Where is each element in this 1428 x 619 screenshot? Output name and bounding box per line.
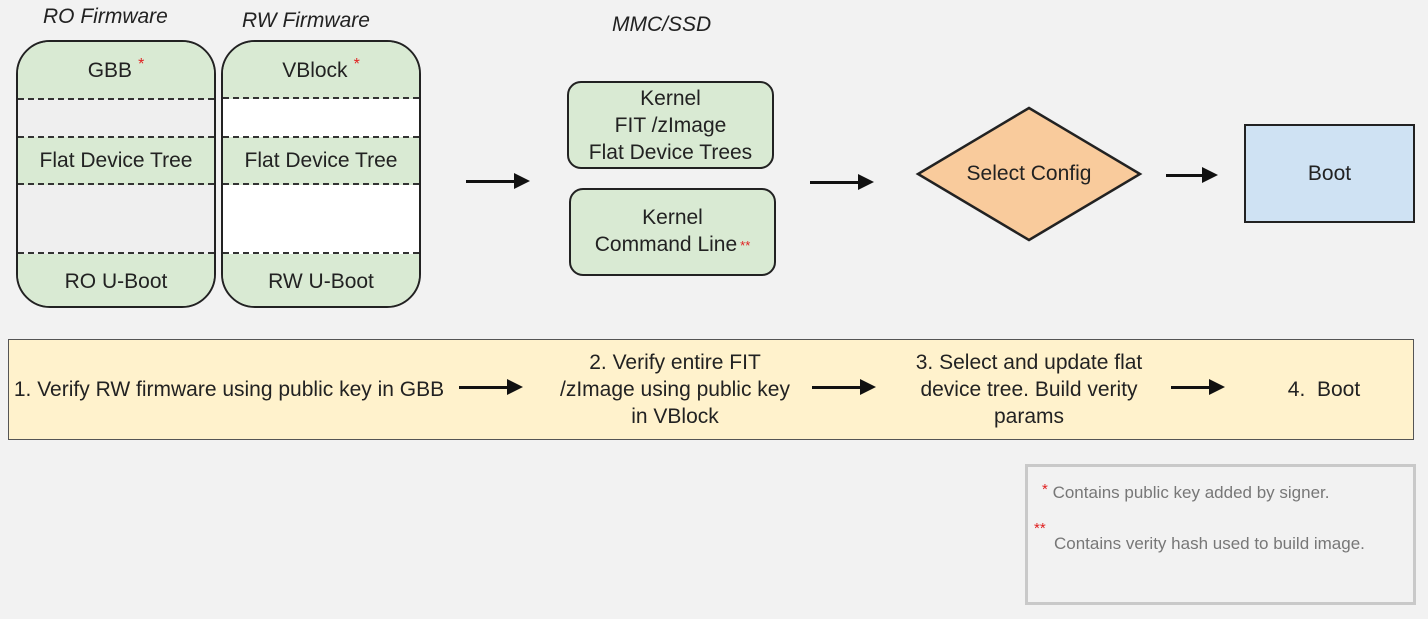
divider bbox=[223, 252, 419, 254]
rw-empty-section-2 bbox=[223, 185, 419, 254]
rw-firmware-title: RW Firmware bbox=[242, 9, 370, 32]
kernel-fit-line-3: Flat Device Trees bbox=[588, 140, 753, 164]
kernel-cmdline-box: Kernel Command Line** bbox=[569, 188, 776, 276]
ro-uboot-section: RO U-Boot bbox=[18, 254, 214, 306]
legend-marker-2: ** bbox=[1034, 520, 1046, 537]
divider bbox=[18, 136, 214, 138]
steps-band: 1. Verify RW firmware using public key i… bbox=[8, 339, 1414, 440]
step-3: 3. Select and update flat device tree. B… bbox=[915, 350, 1143, 428]
divider bbox=[18, 183, 214, 185]
kernel-fit-box: Kernel FIT /zImage Flat Device Trees bbox=[567, 81, 774, 169]
rw-vblock-section: VBlock * bbox=[223, 42, 419, 99]
arrow-right-icon bbox=[1171, 379, 1225, 395]
arrow-right-icon bbox=[810, 174, 874, 190]
divider bbox=[223, 97, 419, 99]
legend-item-1: * Contains public key added by signer. bbox=[1042, 481, 1330, 503]
step-4: 4. Boot bbox=[1287, 377, 1361, 401]
ro-firmware-block: GBB * Flat Device Tree RO U-Boot bbox=[16, 40, 216, 308]
rw-empty-section-1 bbox=[223, 99, 419, 137]
vblock-asterisk: * bbox=[353, 55, 360, 73]
arrow-right-icon bbox=[459, 379, 523, 395]
legend-text-2: Contains verity hash used to build image… bbox=[1054, 534, 1365, 553]
legend-box: * Contains public key added by signer. *… bbox=[1025, 464, 1416, 605]
rw-uboot-section: RW U-Boot bbox=[223, 254, 419, 306]
divider bbox=[18, 98, 214, 100]
kernel-cmdline-label: Command Line bbox=[594, 233, 738, 256]
kernel-cmdline-line-2: Command Line** bbox=[595, 231, 751, 260]
divider bbox=[223, 136, 419, 138]
cmdline-asterisks: ** bbox=[740, 238, 751, 253]
kernel-fit-line-2: FIT /zImage bbox=[614, 113, 727, 137]
select-config-diamond bbox=[915, 106, 1143, 242]
rw-firmware-block: VBlock * Flat Device Tree RW U-Boot bbox=[221, 40, 421, 308]
storage-title: MMC/SSD bbox=[612, 13, 712, 36]
rw-fdt-section: Flat Device Tree bbox=[223, 137, 419, 185]
ro-empty-section-2 bbox=[18, 185, 214, 254]
divider bbox=[223, 183, 419, 185]
legend-marker-1: * bbox=[1042, 481, 1048, 498]
ro-empty-section-1 bbox=[18, 99, 214, 137]
arrow-right-icon bbox=[1166, 167, 1218, 183]
divider bbox=[18, 252, 214, 254]
legend-text-1: Contains public key added by signer. bbox=[1052, 483, 1330, 502]
rw-vblock-label: VBlock bbox=[282, 58, 348, 82]
ro-firmware-title: RO Firmware bbox=[43, 5, 168, 28]
kernel-fit-line-1: Kernel bbox=[640, 86, 701, 110]
arrow-right-icon bbox=[466, 173, 530, 189]
select-config-label: Select Config bbox=[966, 162, 1092, 185]
kernel-cmdline-line-1: Kernel bbox=[642, 206, 703, 229]
diamond-shape bbox=[915, 106, 1143, 242]
ro-gbb-section: GBB * bbox=[18, 42, 214, 99]
arrow-right-icon bbox=[812, 379, 876, 395]
step-1: 1. Verify RW firmware using public key i… bbox=[13, 377, 445, 401]
ro-fdt-section: Flat Device Tree bbox=[18, 137, 214, 185]
ro-gbb-label: GBB bbox=[87, 58, 133, 82]
boot-box: Boot bbox=[1244, 124, 1415, 223]
step-2: 2. Verify entire FIT /zImage using publi… bbox=[560, 350, 790, 428]
gbb-asterisk: * bbox=[138, 55, 145, 73]
